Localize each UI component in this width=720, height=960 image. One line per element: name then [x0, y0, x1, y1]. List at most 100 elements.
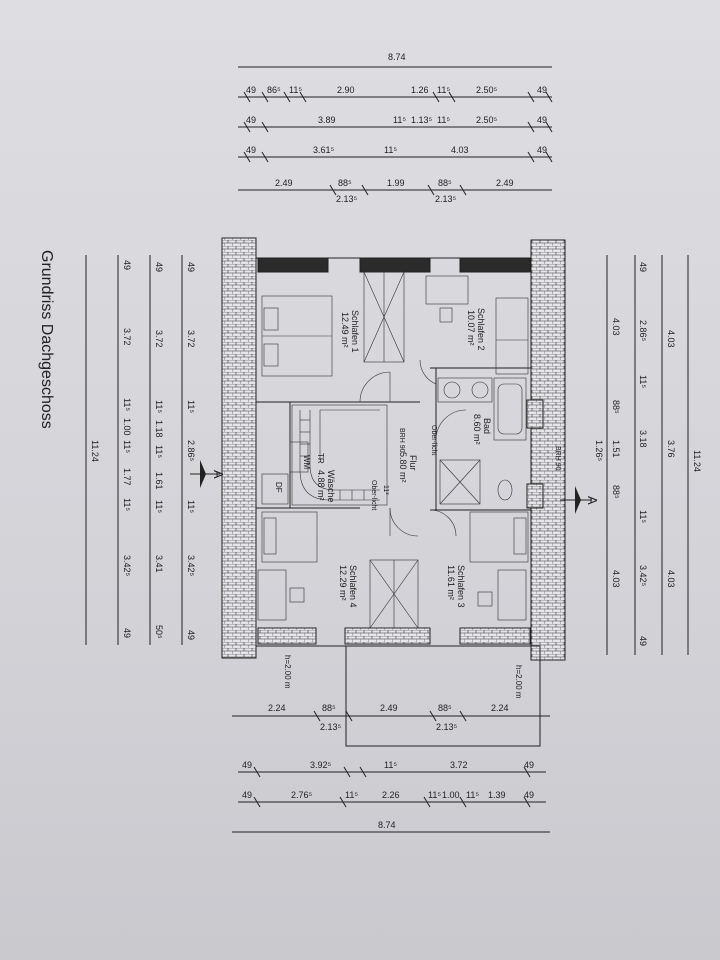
bot-win-3: 88⁵ — [438, 703, 452, 713]
bot-win-sub-1: 2.13⁵ — [436, 722, 458, 732]
top-dim-r1-2: 11⁵ — [289, 85, 302, 95]
room-name-schlafen-4: Schlafen 4 — [348, 565, 358, 608]
room-name-waesche: Wäsche — [326, 470, 336, 503]
room-name-schlafen-3: Schlafen 3 — [456, 565, 466, 608]
left-dim-r3-2: 11⁵ — [122, 398, 132, 411]
top-dim-r4-3: 88⁵ — [438, 178, 452, 188]
top-dim-r2-4: 11⁵ — [437, 115, 450, 125]
top-dim-r1-3: 2.90 — [337, 85, 355, 95]
left-overall-dim: 11.24 — [90, 440, 100, 462]
right-dim-r2-5: 3.42⁵ — [638, 565, 648, 587]
left-dim-r3-6: 11⁵ — [122, 498, 132, 511]
top-dim-r1-4: 1.26 — [411, 85, 429, 95]
top-dim-r2-0: 49 — [246, 115, 256, 125]
top-dimension-chains: 8.74 49 86⁵ 11⁵ 2.90 1.26 11⁵ 2.50⁵ 49 4… — [238, 52, 553, 204]
section-label-left: A — [211, 470, 226, 479]
top-dim-r3-3: 4.03 — [451, 145, 469, 155]
room-labels: Schlafen 1 12.49 m² Schlafen 2 10.07 m² … — [274, 308, 561, 699]
room-area-schlafen-2: 10.07 m² — [466, 310, 476, 346]
bot-r2-6: 11⁵ — [466, 790, 479, 800]
room-name-schlafen-2: Schlafen 2 — [476, 308, 486, 351]
bot-r1-4: 49 — [524, 760, 534, 770]
room-name-flur: Flur — [408, 455, 418, 471]
wm-label: WM — [302, 455, 311, 470]
bot-r2-1: 2.76⁵ — [291, 790, 313, 800]
top-dim-r3-0: 49 — [246, 145, 256, 155]
left-dim-r1-4: 11⁵ — [186, 500, 196, 513]
left-dim-r3-4: 11⁵ — [122, 440, 132, 453]
top-dim-r1-6: 2.50⁵ — [476, 85, 498, 95]
right-dim-r2-3: 3.18 — [638, 430, 648, 448]
left-dim-r2-1: 3.72 — [154, 330, 164, 348]
room-area-schlafen-4: 12.29 m² — [338, 565, 348, 601]
top-dim-r4-0: 2.49 — [275, 178, 293, 188]
left-dim-r3-0: 49 — [122, 260, 132, 270]
top-dim-r1-1: 86⁵ — [267, 85, 281, 95]
bot-r2-4: 11⁵ — [428, 790, 441, 800]
building-outline — [221, 237, 566, 747]
top-dim-r1-7: 49 — [537, 85, 547, 95]
left-dim-r3-8: 49 — [122, 628, 132, 638]
bot-r1-1: 3.92⁵ — [310, 760, 332, 770]
bot-r2-8: 49 — [524, 790, 534, 800]
stair-width-label: 11³ — [382, 485, 389, 495]
bot-r1-2: 11⁵ — [384, 760, 397, 770]
left-dim-r2-0: 49 — [154, 262, 164, 272]
bot-r2-3: 2.26 — [382, 790, 400, 800]
top-dim-r4-sub-1: 2.13⁵ — [435, 194, 457, 204]
right-dim-r2-6: 49 — [638, 636, 648, 646]
right-dim-r2-0: 49 — [638, 262, 648, 272]
right-overall-dim: 11.24 — [692, 450, 702, 472]
left-dim-r1-6: 49 — [186, 630, 196, 640]
height-label-1: h=2.00 m — [283, 655, 292, 689]
bot-win-4: 2.24 — [491, 703, 509, 713]
height-label-2: h=2.00 m — [514, 665, 523, 699]
room-name-bad: Bad — [482, 418, 492, 434]
left-dim-r1-1: 3.72 — [186, 330, 196, 348]
room-area-flur: 5.80 m² — [398, 452, 408, 483]
top-dim-r2-1: 3.89 — [318, 115, 336, 125]
oberlicht-label-2: Ober-licht — [370, 480, 377, 510]
right-dim-r2-1: 2.86⁵ — [638, 320, 648, 342]
bot-overall: 8.74 — [378, 820, 396, 830]
top-dim-r2-5: 2.50⁵ — [476, 115, 498, 125]
right-dim-r3-3: 88⁵ — [611, 485, 621, 499]
room-area-schlafen-3: 11.61 m² — [446, 565, 456, 600]
oberlicht-label-1: Ober-licht — [430, 425, 437, 455]
top-dim-r4-sub-0: 2.13⁵ — [336, 194, 358, 204]
top-dim-r4-4: 2.49 — [496, 178, 514, 188]
bottom-dimension-chains: 2.24 88⁵ 2.49 88⁵ 2.24 2.13⁵ 2.13⁵ 49 3.… — [232, 703, 550, 833]
bot-win-1: 88⁵ — [322, 703, 336, 713]
bot-r2-2: 11⁵ — [345, 790, 358, 800]
left-dimension-chains: 49 3.72 11⁵ 2.86⁵ 11⁵ 3.42⁵ 49 49 3.72 1… — [85, 255, 196, 645]
top-dim-r1-5: 11⁵ — [437, 85, 450, 95]
bot-r1-0: 49 — [242, 760, 252, 770]
bot-r1-3: 3.72 — [450, 760, 468, 770]
left-dim-r3-7: 3.42⁵ — [122, 555, 132, 577]
right-dim-r3-0: 4.03 — [611, 318, 621, 336]
left-dim-r3-5: 1.77 — [122, 468, 132, 486]
left-dim-r2-5: 1.61 — [154, 472, 164, 490]
left-dim-r2-6: 11⁵ — [154, 500, 164, 513]
top-dim-r3-1: 3.61⁵ — [313, 145, 335, 155]
section-label-right: A — [585, 496, 600, 505]
right-dim-r2-4: 11⁵ — [638, 510, 648, 523]
bot-win-0: 2.24 — [268, 703, 286, 713]
left-dim-r2-7: 3.41 — [154, 555, 164, 573]
left-dim-r3-3: 1.00 — [122, 418, 132, 436]
left-dim-r3-1: 3.72 — [122, 328, 132, 346]
room-area-bad: 8.60 m² — [472, 414, 482, 445]
brh-label-1: BRH 90 — [398, 428, 405, 453]
bot-r2-5: 1.00 — [442, 790, 460, 800]
df-label: DF — [274, 482, 283, 493]
left-dim-r1-0: 49 — [186, 262, 196, 272]
right-dimension-chains: 11.24 4.03 4.03 49 2.86⁵ 11⁵ 3.18 11⁵ 3.… — [594, 255, 702, 655]
left-dim-r1-5: 3.42⁵ — [186, 555, 196, 577]
brh-label-2: BRH 90 — [554, 446, 561, 471]
right-dim-r2-2: 11⁵ — [638, 375, 648, 388]
top-dim-r2-3: 1.13⁵ — [411, 115, 433, 125]
tr-label: TR — [316, 453, 325, 464]
top-dim-r3-4: 49 — [537, 145, 547, 155]
